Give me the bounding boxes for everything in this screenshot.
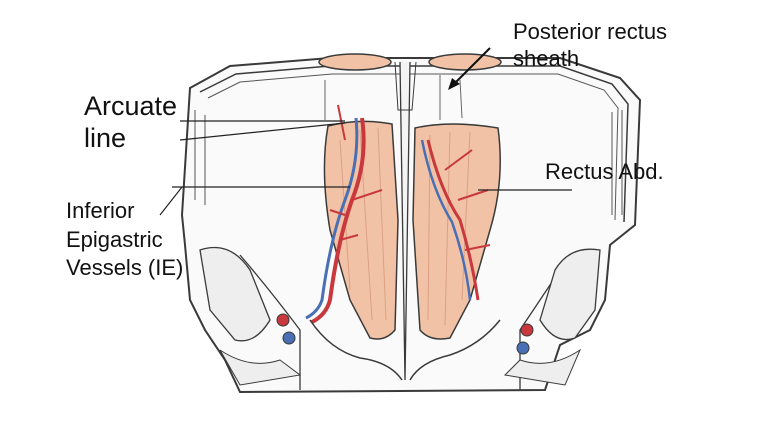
rectus-muscle-right	[412, 123, 501, 340]
rectus-abd-label: Rectus Abd.	[545, 159, 664, 184]
inferior-epigastric-label: Inferior Epigastric Vessels (IE)	[66, 197, 183, 283]
leader-inferior	[159, 186, 350, 216]
posterior-rectus-label-2: sheath	[513, 45, 580, 71]
ie-vein-left	[305, 117, 359, 320]
arcuate-line-label-1: Arcuate	[84, 91, 178, 121]
inferior-label-2: Epigastric	[66, 226, 163, 252]
linea-alba	[399, 61, 411, 381]
abdominal-wall-outline	[180, 57, 642, 394]
rectus-section-left	[318, 53, 392, 71]
inferior-label-3: Vessels (IE)	[66, 255, 184, 281]
arcuate-line-label-2: line	[84, 123, 127, 154]
ie-vein-right	[420, 139, 472, 301]
ie-artery-right	[426, 139, 480, 301]
lateral-wall-left	[199, 246, 271, 342]
posterior-rectus-label-1: Posterior rectus	[513, 19, 668, 44]
rectus-section-right	[428, 53, 502, 71]
leader-arcuate	[179, 120, 346, 141]
lateral-wall-right	[539, 248, 601, 341]
right-vessel-blue	[516, 341, 530, 355]
leader-lines	[159, 120, 572, 216]
inferior-label-1: Inferior	[66, 198, 135, 223]
arcuate-line-label: Arcuate line	[84, 90, 177, 155]
ie-artery-left	[311, 117, 366, 324]
left-vessel-blue	[282, 331, 296, 345]
posterior-sheath-arrow	[451, 47, 491, 87]
left-vessel-red	[276, 313, 290, 327]
right-vessel-red	[520, 323, 534, 337]
posterior-rectus-sheath-label: Posterior rectus sheath	[513, 19, 667, 73]
